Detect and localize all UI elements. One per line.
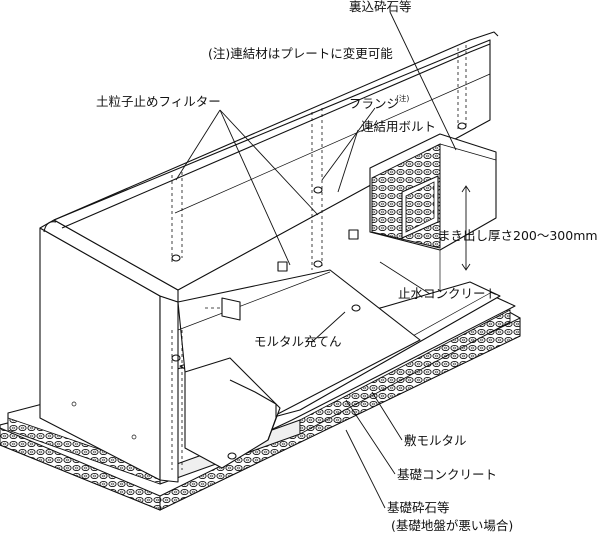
square-plate-icon	[277, 261, 288, 272]
connector-block	[221, 297, 241, 321]
bolt-icon	[313, 186, 323, 194]
bolt-icon	[457, 122, 467, 130]
mortar-fill-label: モルタル充てん	[254, 334, 342, 349]
leader-lines	[175, 11, 457, 509]
filter-label: 土粒子止めフィルター	[96, 94, 221, 109]
bolt-icon	[171, 354, 181, 362]
flange-label: フランジ	[349, 96, 399, 111]
thickness-dimension	[461, 185, 471, 271]
gutter-back-wall	[53, 31, 499, 291]
bed-mortar-label: 敷モルタル	[404, 433, 467, 448]
flanges-and-bolts	[171, 122, 467, 460]
backfill-block	[369, 133, 497, 290]
bolt-icon	[313, 260, 323, 268]
waterstop-label: 止水コンクリート	[398, 286, 498, 301]
note-label: (注)連結材はプレートに変更可能	[208, 46, 393, 61]
bolt-label: 連結用ボルト	[361, 119, 436, 134]
filter-strips	[171, 45, 467, 470]
foundation-gravel-label: 基礎砕石等	[387, 500, 450, 515]
bolt-icon	[351, 304, 361, 312]
foundation-gravel-note-label: (基礎地盤が悪い場合)	[391, 518, 513, 533]
backfill-label: 裏込砕石等	[349, 0, 412, 14]
thickness-label: まき出し厚さ200～300mm	[438, 228, 598, 243]
bolt-icon	[171, 254, 181, 262]
foundation-concrete-label: 基礎コンクリート	[397, 467, 497, 482]
square-plate-icon	[348, 229, 359, 240]
bolt-icon	[227, 452, 237, 460]
gutter-end-wall	[39, 219, 179, 483]
flange-note-label: (注)	[396, 93, 409, 103]
labels: 裏込砕石等 (注)連結材はプレートに変更可能 土粒子止めフィルター フランジ (…	[96, 0, 598, 533]
